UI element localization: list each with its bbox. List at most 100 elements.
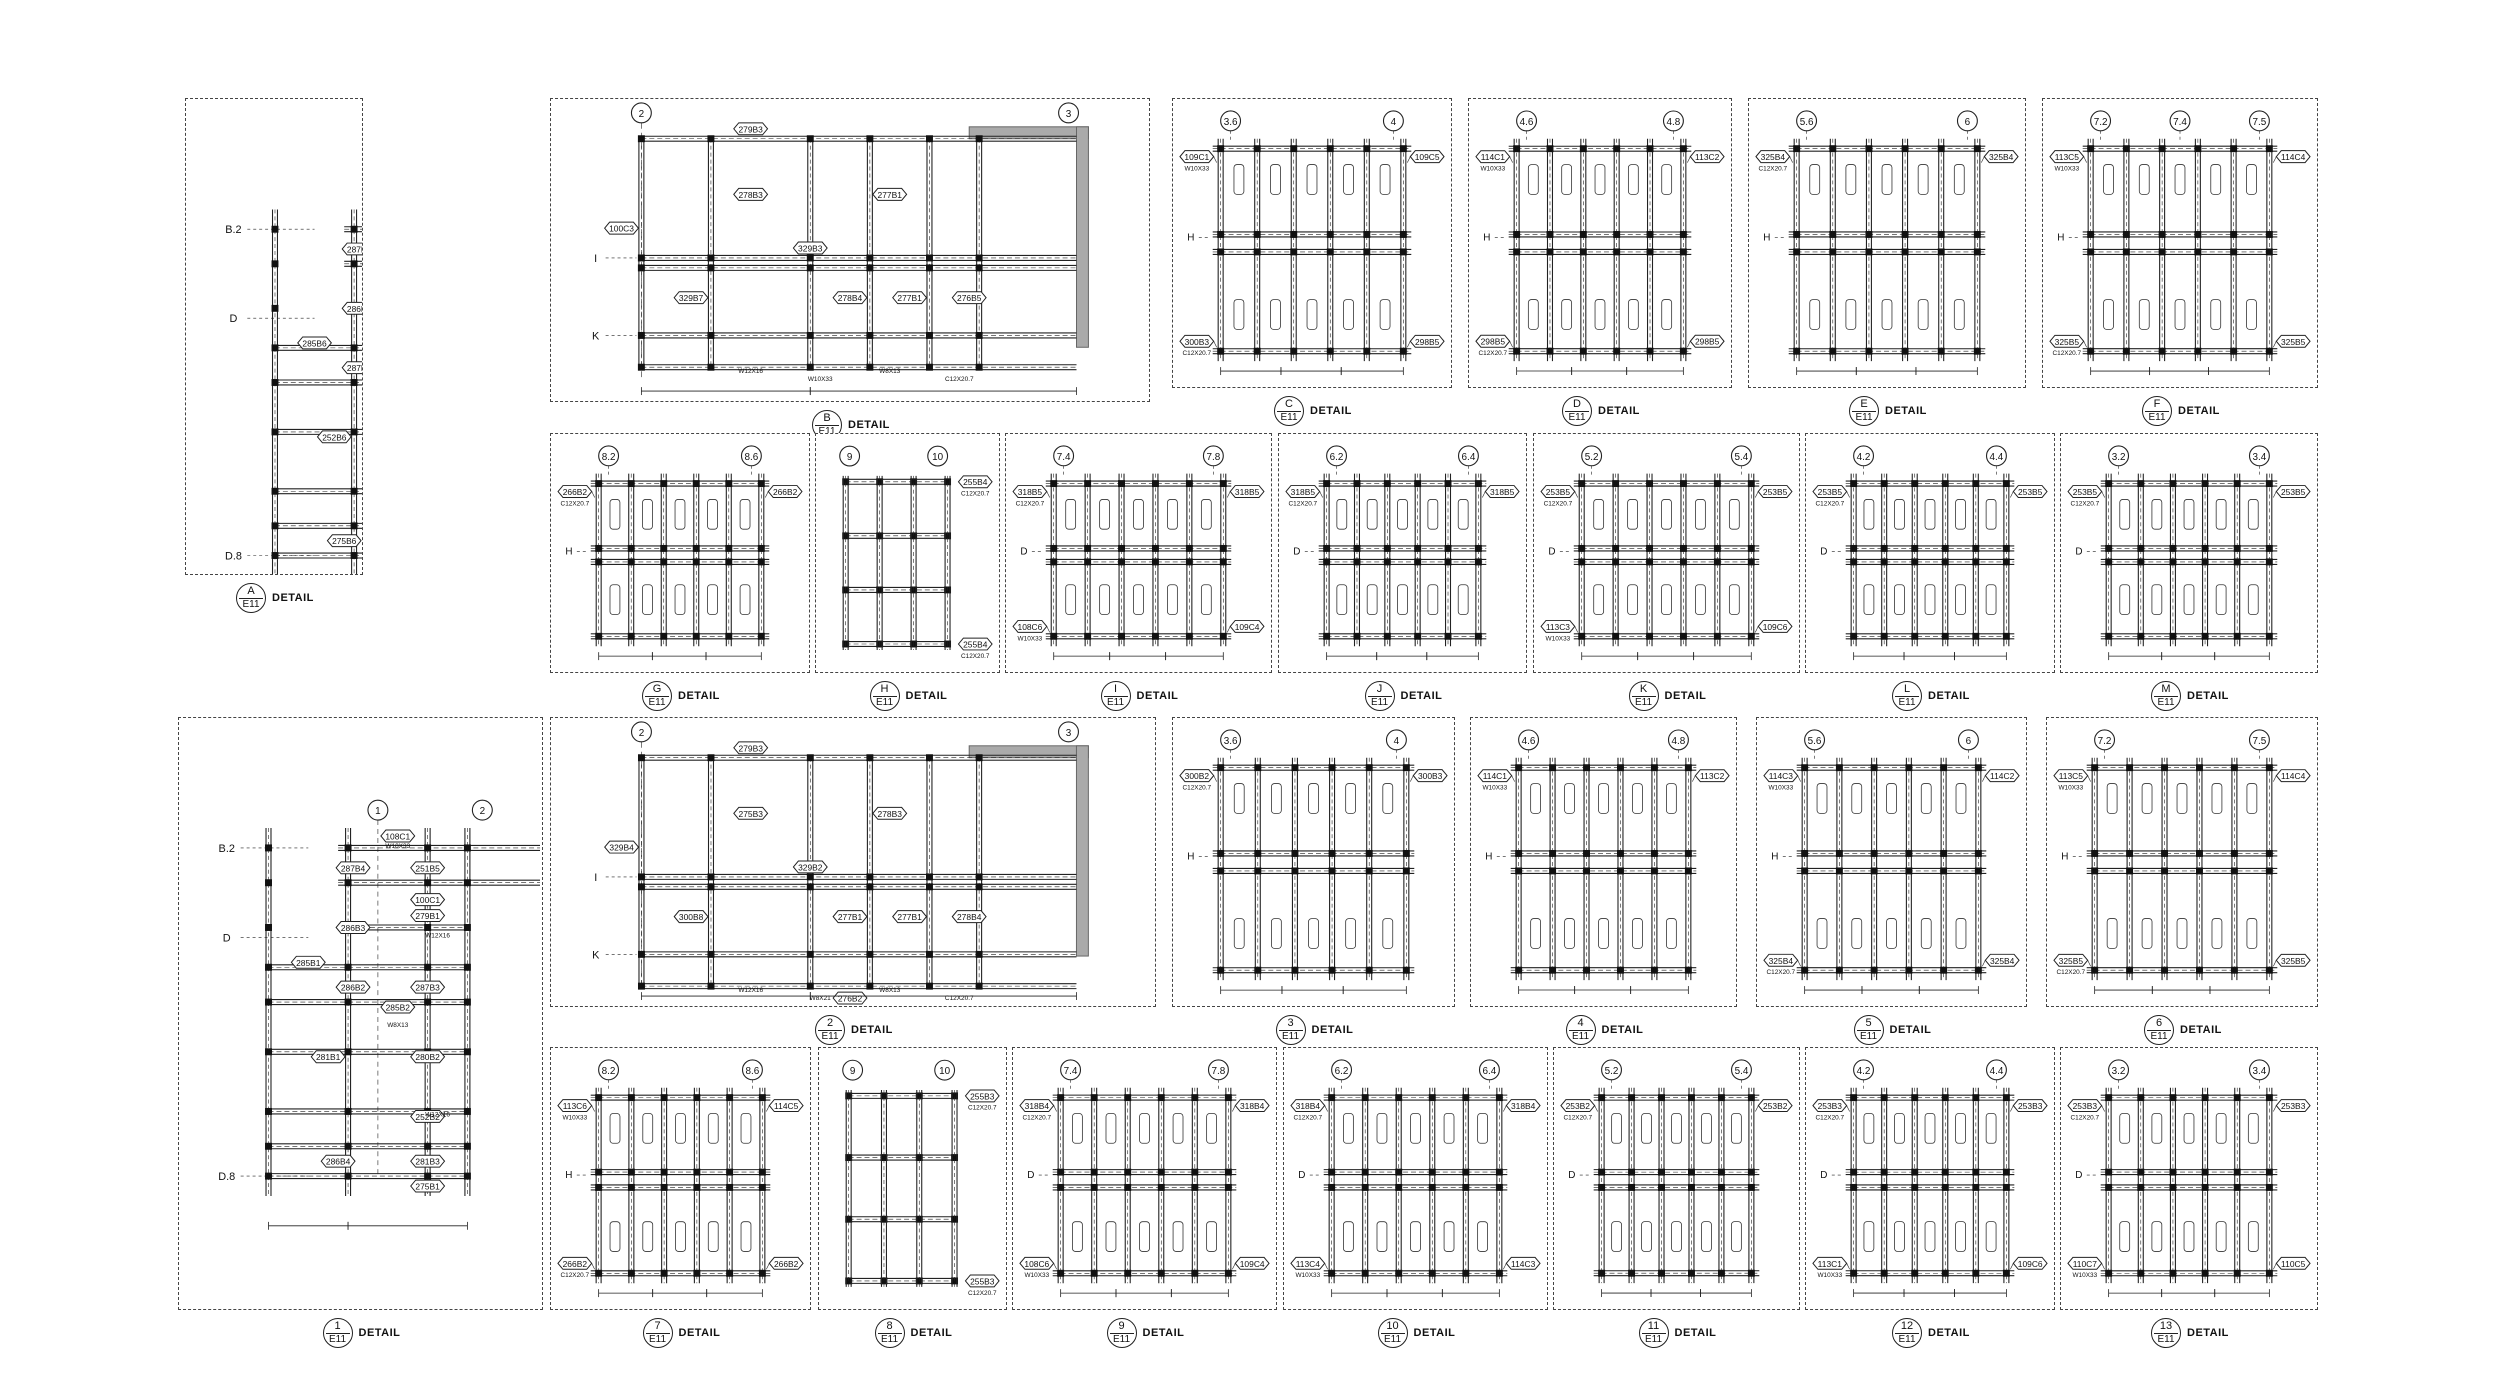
connection-node — [1850, 1168, 1858, 1176]
joist-tag — [674, 499, 686, 530]
connection-node — [1612, 480, 1620, 488]
connection-node — [1124, 1094, 1132, 1102]
connection-node — [707, 950, 715, 958]
connection-node — [1578, 544, 1586, 552]
member-hexagon — [733, 187, 769, 201]
connection-node — [1941, 1269, 1949, 1277]
member-tag: 253B2 — [1757, 1099, 1793, 1113]
member-size: C12X20.7 — [1478, 350, 1507, 357]
member-hexagon — [341, 242, 362, 256]
member-mark: 298B5 — [1481, 337, 1506, 347]
connection-node — [1353, 632, 1361, 640]
connection-node — [2233, 558, 2241, 566]
connection-node — [2195, 867, 2203, 875]
row-label: D — [1293, 546, 1300, 557]
connection-node — [2169, 1168, 2177, 1176]
member-mark: 285B6 — [302, 338, 327, 348]
member-tag: 109C6 — [1757, 619, 1793, 633]
connection-node — [2195, 966, 2203, 974]
joist-tag — [1917, 164, 1929, 195]
connection-node — [975, 754, 983, 762]
connection-node — [595, 1168, 603, 1176]
member-mark: 300B3 — [1185, 337, 1210, 347]
joist-tag — [1477, 1113, 1488, 1144]
member-size: C12X20.7 — [561, 500, 590, 507]
joist-tag — [1985, 584, 1997, 615]
member-size: W12X16 — [738, 368, 763, 375]
joist-tag — [1955, 1113, 1966, 1144]
member-mark: 251B5 — [415, 863, 440, 873]
member-size: C12X20.7 — [1183, 350, 1212, 357]
joist-tag — [1397, 584, 1408, 615]
connection-node — [1941, 1094, 1949, 1102]
connection-node — [1395, 1269, 1403, 1277]
joist-tag — [1133, 584, 1144, 615]
grid-label: 4 — [1391, 117, 1397, 128]
joist-tag — [1382, 918, 1394, 949]
connection-node — [1793, 230, 1801, 238]
joist-tag — [609, 499, 621, 530]
member-mark: 318B5 — [1291, 487, 1316, 497]
joist-tag — [1661, 299, 1673, 330]
member-hexagon — [957, 637, 993, 651]
member-size: C12X20.7 — [1183, 785, 1212, 792]
sheet-ref: E11 — [1898, 1334, 1916, 1345]
member-tag: 318B4 — [1234, 1099, 1270, 1113]
member-tag: 100C3 — [603, 221, 640, 235]
joist-tag — [1863, 499, 1875, 530]
grid-bubble — [1220, 729, 1242, 751]
connection-node — [1399, 230, 1407, 238]
connection-node — [1353, 480, 1361, 488]
joist-tag — [1985, 1221, 1997, 1252]
member-mark: 109C4 — [1240, 1259, 1265, 1269]
row-label: H — [2061, 851, 2068, 862]
sheet-ref: E11 — [1370, 697, 1389, 708]
detail-id: C — [1285, 398, 1293, 410]
connection-node — [1870, 966, 1878, 974]
connection-node — [725, 480, 733, 488]
leader-line — [1046, 626, 1051, 633]
connection-node — [463, 1048, 471, 1056]
joist-tag — [2151, 1113, 2163, 1144]
connection-node — [1684, 764, 1692, 772]
connection-node — [2158, 347, 2166, 355]
joist-tag — [1233, 164, 1245, 195]
connection-node — [692, 632, 700, 640]
connection-node — [271, 304, 279, 312]
connection-node — [1057, 1269, 1065, 1277]
member-hexagon — [326, 534, 362, 548]
grid-label: 3.4 — [2253, 452, 2267, 463]
row-label: D — [1027, 1170, 1034, 1181]
connection-node — [1399, 347, 1407, 355]
row-label: D — [2075, 1170, 2082, 1181]
connection-node — [1428, 1168, 1436, 1176]
member-hexagon — [1505, 1099, 1541, 1113]
connection-node — [1151, 480, 1159, 488]
connection-node — [2201, 558, 2209, 566]
detail-id: 9 — [1118, 1320, 1125, 1332]
member-tag: 285B2 — [380, 1000, 416, 1014]
leader-line — [766, 1263, 770, 1270]
connection-node — [758, 1183, 766, 1191]
connection-node — [1513, 347, 1521, 355]
detail-id: A — [247, 585, 255, 597]
grid-label: 7.4 — [1064, 1066, 1078, 1077]
member-tag: 280B2 — [410, 1050, 446, 1064]
connection-node — [1829, 145, 1837, 153]
member-hexagon — [2275, 1256, 2311, 1270]
connection-node — [2233, 1183, 2241, 1191]
connection-node — [265, 998, 272, 1006]
member-tag: 277B1 — [832, 910, 868, 924]
joist-tag — [1598, 783, 1609, 814]
connection-node — [2233, 632, 2241, 640]
connection-node — [1747, 1168, 1755, 1176]
